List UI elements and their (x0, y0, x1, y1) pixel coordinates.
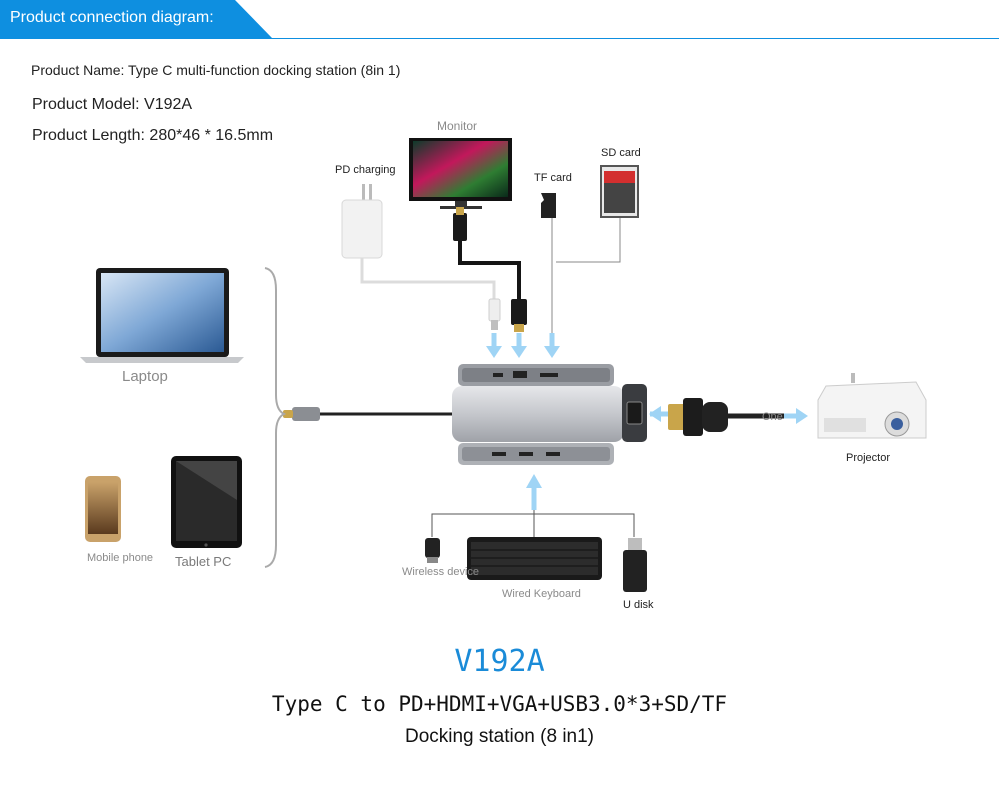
laptop-icon (80, 268, 244, 363)
pd-charger-icon (341, 184, 501, 330)
tablet-pc-label: Tablet PC (175, 554, 232, 569)
tf-card-icon (541, 193, 556, 333)
product-model: Product Model: V192A (32, 96, 193, 113)
hdmi-cable (453, 207, 527, 332)
sd-card-icon (556, 165, 639, 263)
keyboard-icon (467, 537, 602, 580)
header-tab (0, 0, 272, 38)
wireless-device-label: Wireless device (402, 566, 480, 578)
spec-title: Type C to PD+HDMI+VGA+USB3.0*3+SD/TF (271, 692, 728, 716)
device-bracket (264, 267, 287, 568)
model-title: V192A (454, 644, 545, 679)
pd-charging-label: PD charging (335, 164, 396, 176)
tf-card-label: TF card (534, 172, 572, 184)
u-disk-label: U disk (623, 599, 654, 611)
subtitle: Docking station (8 in1) (404, 726, 595, 747)
mobile-phone-icon (85, 476, 121, 542)
header-divider (0, 38, 999, 39)
u-disk-icon (623, 538, 647, 592)
peripheral-arrow (431, 474, 635, 537)
docking-hub (452, 364, 647, 465)
monitor-label: Monitor (437, 119, 478, 133)
tablet-icon (171, 456, 242, 548)
input-arrows (486, 333, 560, 358)
type-c-cable (283, 407, 452, 421)
vga-one-label: One (762, 411, 783, 423)
mobile-phone-label: Mobile phone (87, 552, 154, 564)
laptop-label: Laptop (122, 368, 168, 385)
wireless-receiver-icon (425, 538, 440, 563)
vga-cable (649, 398, 808, 436)
projector-label: Projector (846, 452, 891, 464)
projector-icon (817, 373, 927, 439)
sd-card-label: SD card (601, 147, 641, 159)
header-title: Product connection diagram: (10, 9, 214, 26)
product-length: Product Length: 280*46 * 16.5mm (32, 127, 274, 144)
product-name: Product Name: Type C multi-function dock… (31, 62, 401, 78)
wired-keyboard-label: Wired Keyboard (502, 588, 581, 600)
monitor-icon (409, 138, 512, 209)
